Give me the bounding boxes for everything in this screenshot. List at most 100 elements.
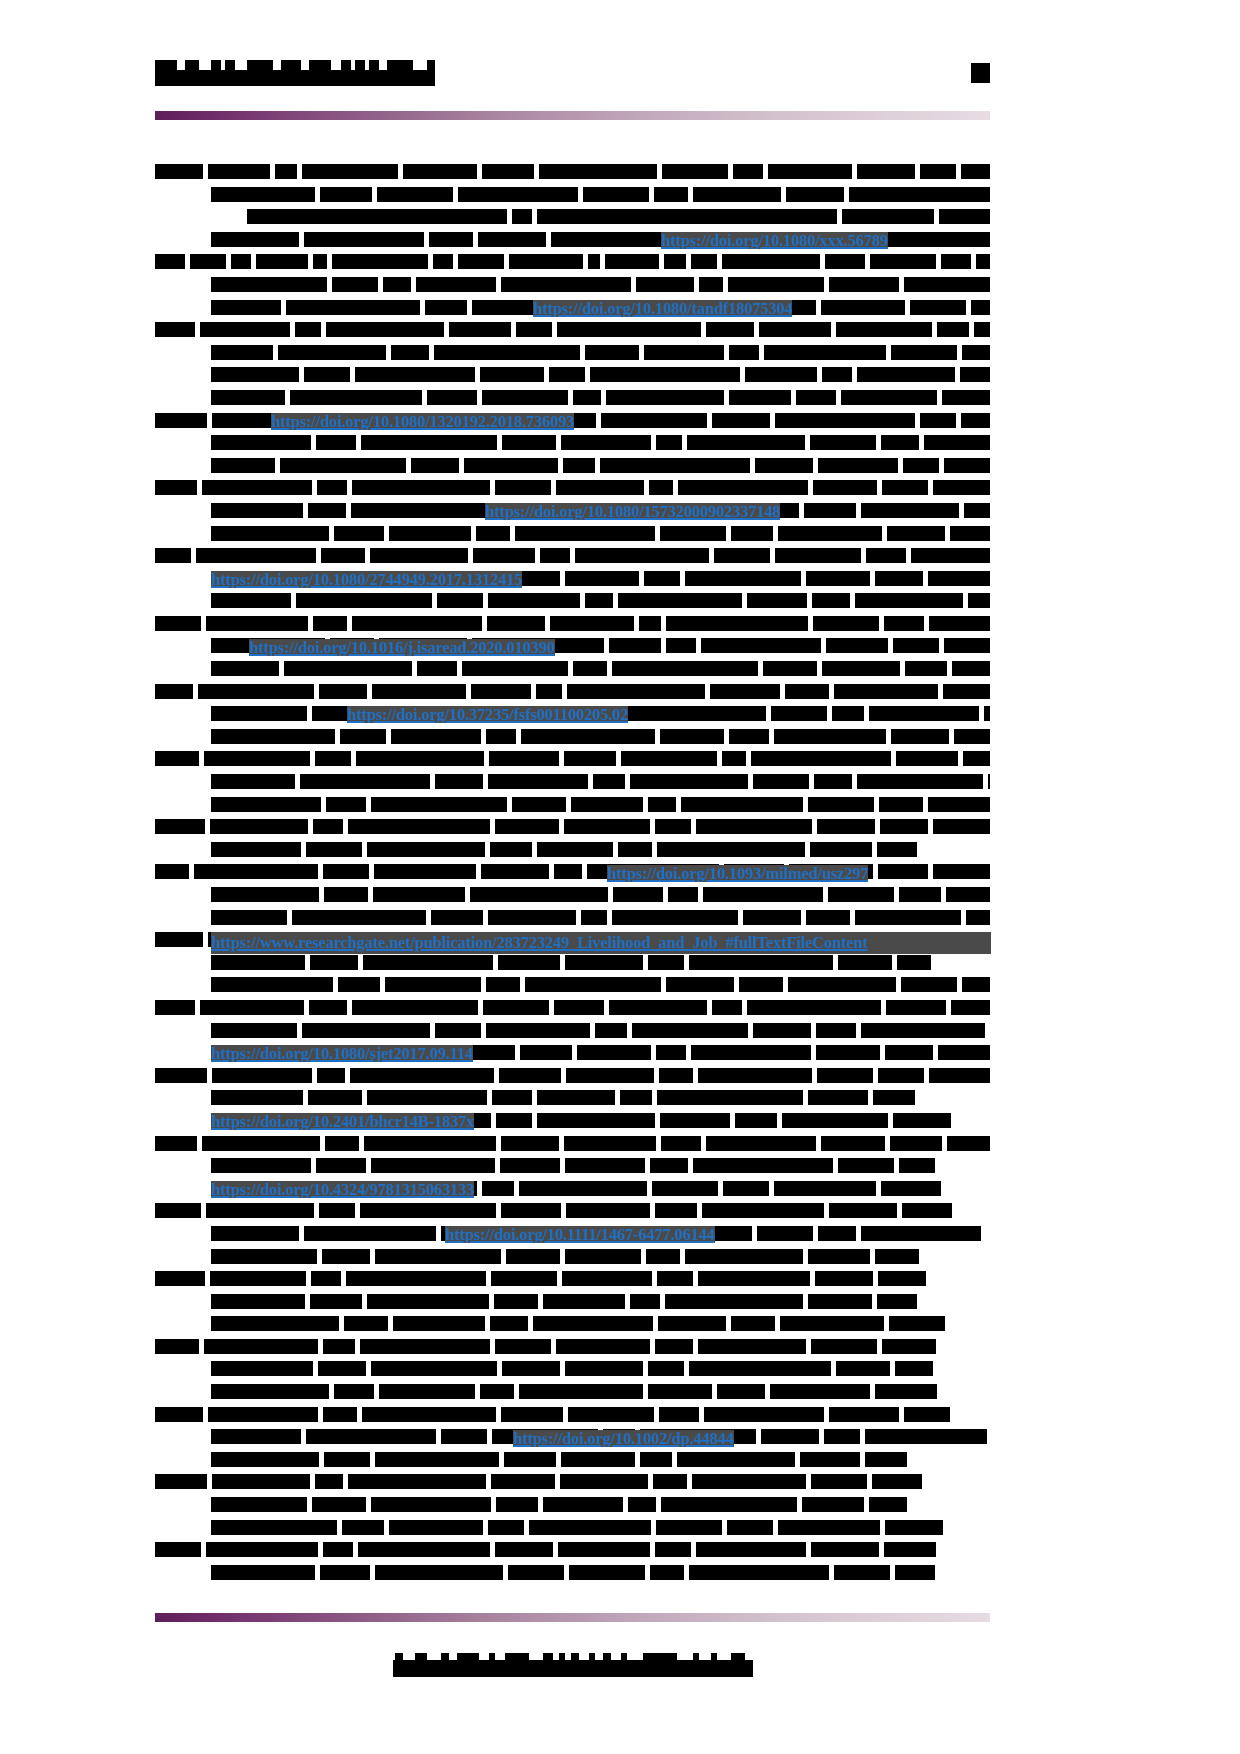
redaction-block (829, 1203, 897, 1219)
redaction-block (482, 1180, 514, 1196)
redaction-block (870, 254, 936, 270)
redaction-block (564, 1135, 656, 1151)
redaction-block (486, 1022, 590, 1038)
redaction-block (778, 1519, 880, 1535)
redaction-block (385, 977, 481, 993)
redaction-block (778, 525, 882, 541)
redaction-block (565, 1361, 643, 1377)
doi-hyperlink[interactable]: https://doi.org/10.1080/sjet2017.09.114 (211, 1045, 473, 1063)
redacted-text-line (155, 183, 990, 206)
redaction-block (810, 841, 872, 857)
redaction-block (689, 1361, 831, 1377)
redaction-block (764, 344, 886, 360)
redaction-block (920, 164, 956, 179)
footer-glyph-redaction (504, 1653, 529, 1661)
redaction-block (211, 1225, 299, 1241)
redaction-block (208, 164, 270, 179)
redaction-block (356, 751, 484, 767)
title-glyph-redaction (247, 60, 273, 74)
redaction-block (818, 457, 898, 473)
redaction-block (520, 1045, 572, 1061)
doi-hyperlink[interactable]: https://doi.org/10.1080/1573200090233714… (485, 503, 781, 520)
doi-hyperlink[interactable]: https://doi.org/10.4324/9781315063133 (211, 1181, 475, 1198)
redaction-block (893, 1112, 951, 1128)
redaction-block (292, 909, 426, 925)
redaction-block (650, 1158, 688, 1174)
redaction-block (202, 1135, 320, 1151)
redaction-block (933, 480, 990, 496)
footer-glyph-redaction (394, 1653, 403, 1661)
redaction-block (206, 1542, 318, 1558)
redaction-block (437, 593, 483, 609)
redaction-block (247, 209, 507, 225)
redaction-block (550, 615, 634, 631)
redaction-block (375, 1451, 499, 1467)
doi-hyperlink[interactable]: https://doi.org/10.2401/bhcr14B-1837x (211, 1113, 475, 1131)
redaction-block (316, 1158, 366, 1174)
redaction-block (761, 1429, 819, 1445)
doi-hyperlink[interactable]: https://doi.org/10.1093/milmed/usz297 (607, 864, 869, 882)
redaction-block (462, 661, 568, 677)
redaction-block (952, 661, 990, 677)
redaction-block (431, 909, 483, 925)
redaction-block (834, 1564, 890, 1580)
redaction-block (753, 1022, 811, 1038)
doi-hyperlink[interactable]: https://doi.org/10.1002/dp.44844 (513, 1429, 734, 1447)
redaction-block (942, 389, 990, 405)
redaction-block (155, 751, 199, 767)
redaction-block (537, 841, 613, 857)
redaction-block (731, 1316, 775, 1332)
redaction-block (655, 819, 691, 835)
redaction-block (155, 1542, 201, 1558)
doi-hyperlink[interactable]: https://doi.org/10.1111/1467-6477.06144 (445, 1226, 715, 1244)
redaction-block (573, 389, 601, 405)
doi-hyperlink[interactable]: https://www.researchgate.net/publication… (211, 932, 991, 955)
redaction-block (389, 1519, 483, 1535)
redaction-block (639, 615, 661, 631)
redaction-block (501, 276, 631, 292)
title-glyph-redaction (355, 60, 365, 74)
redacted-text-line (155, 273, 990, 296)
title-glyph-redaction (341, 60, 351, 74)
redaction-block (367, 841, 485, 857)
doi-hyperlink[interactable]: https://doi.org/10.1016/j.isaread.2020.0… (249, 638, 555, 656)
redaction-block (699, 276, 723, 292)
title-glyph-redaction (185, 60, 199, 74)
doi-hyperlink[interactable]: https://doi.org/10.1080/1320192.2018.736… (271, 412, 575, 430)
redaction-block (575, 548, 709, 564)
doi-hyperlink[interactable]: https://doi.org/10.37235/fsfs001100205.0… (347, 706, 629, 724)
redaction-block (363, 954, 493, 970)
redaction-block (515, 525, 655, 541)
redaction-block (190, 254, 226, 270)
redacted-text-line (155, 205, 990, 228)
redacted-text-line (155, 1019, 990, 1042)
doi-hyperlink[interactable]: https://doi.org/10.1080/tandf18075304 (533, 299, 793, 317)
redaction-block (360, 1203, 496, 1219)
redaction-block (302, 164, 398, 179)
redaction-block (495, 1338, 551, 1354)
redacted-text-line (155, 1154, 990, 1177)
redaction-block (577, 1045, 651, 1061)
redaction-block (644, 344, 724, 360)
redaction-block (300, 774, 430, 790)
redaction-block (393, 1316, 485, 1332)
redaction-block (885, 1519, 943, 1535)
doi-hyperlink[interactable]: https://doi.org/10.1080/2744949.2017.131… (211, 570, 523, 588)
redaction-block (324, 1451, 370, 1467)
redaction-block (155, 1135, 197, 1151)
redaction-block (593, 774, 625, 790)
redaction-block (891, 344, 957, 360)
redaction-block (487, 615, 545, 631)
redaction-block (810, 435, 876, 451)
redacted-text-line (155, 883, 990, 906)
redaction-block (411, 457, 459, 473)
doi-hyperlink[interactable]: https://doi.org/10.1080/xxx.56789 (661, 231, 888, 249)
redaction-block (211, 1429, 301, 1445)
redaction-block (780, 1316, 884, 1332)
redaction-block (648, 796, 676, 812)
redaction-block (729, 728, 769, 744)
redaction-block (554, 864, 582, 880)
redaction-block (360, 1338, 490, 1354)
redaction-block (512, 796, 566, 812)
redaction-block (691, 1045, 811, 1061)
